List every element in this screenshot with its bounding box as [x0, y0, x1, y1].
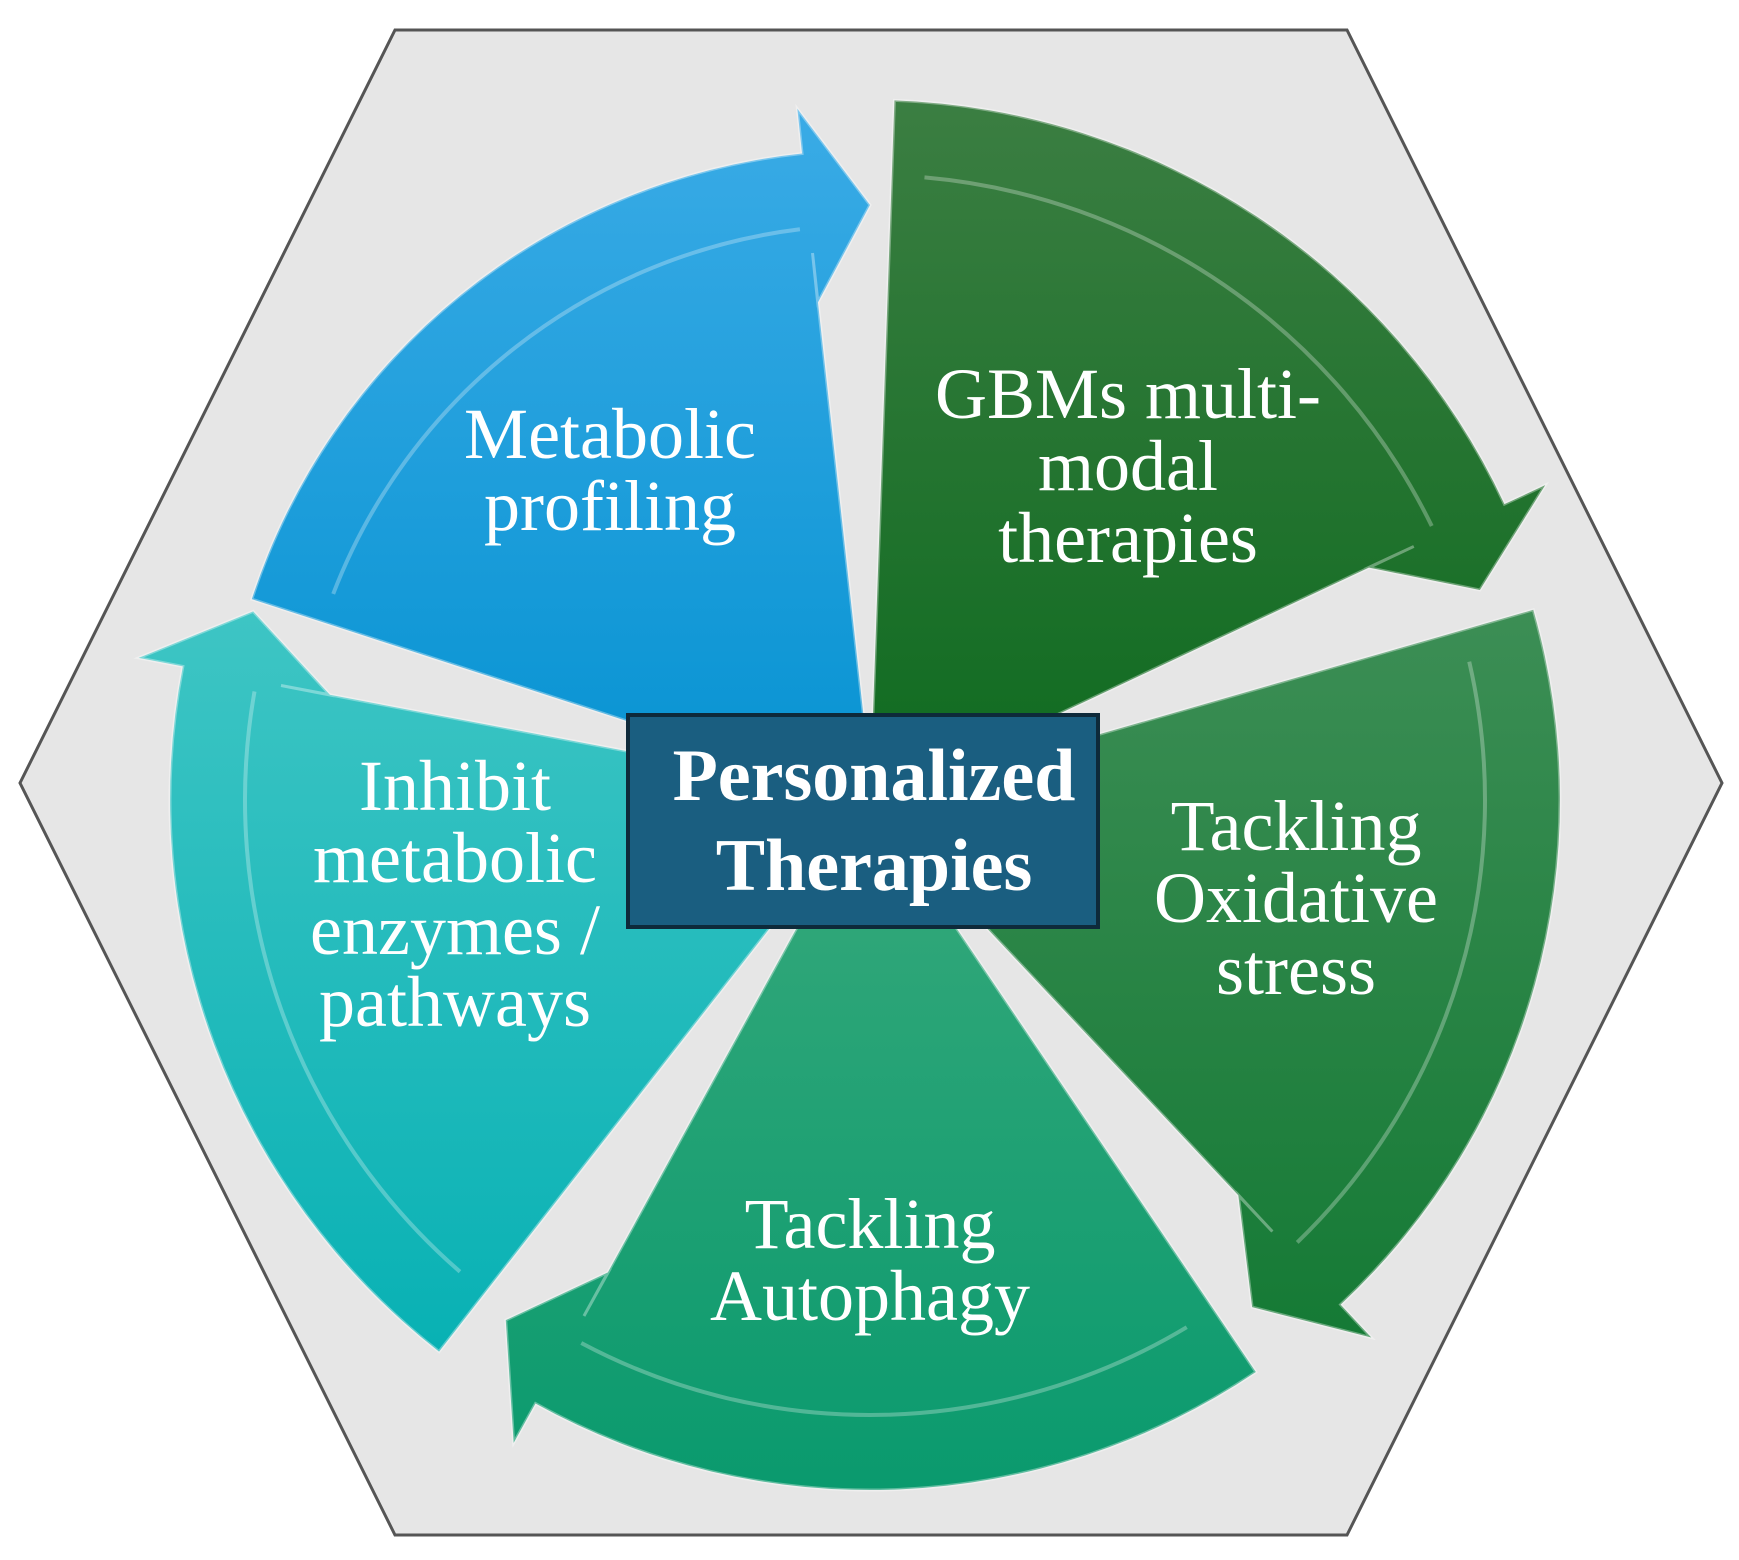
label-line: stress — [1216, 930, 1376, 1010]
segment-tackling-autophagy — [504, 823, 1258, 1492]
center-title-line: Personalized — [673, 735, 1076, 817]
label-line: Tackling — [745, 1184, 996, 1264]
segment-highlight-arc — [1295, 661, 1487, 1244]
label-line: enzymes / — [310, 890, 600, 970]
label-line: modal — [1038, 426, 1218, 506]
segment-label-metabolic-profiling: Metabolic profiling — [464, 394, 756, 546]
segment-label-tackling-autophagy: Tackling Autophagy — [710, 1184, 1030, 1336]
segment-highlight-arc — [331, 227, 801, 595]
label-line: GBMs multi- — [935, 354, 1321, 434]
segment-metabolic-profiling — [249, 103, 872, 793]
label-line: Oxidative — [1154, 858, 1438, 938]
label-line: profiling — [484, 466, 736, 546]
label-line: pathways — [319, 962, 591, 1042]
label-line: Tackling — [1171, 786, 1422, 866]
label-line: metabolic — [313, 818, 597, 898]
center-box: Personalized Therapies — [626, 713, 1100, 929]
label-line: Inhibit — [359, 746, 551, 826]
segment-label-inhibit-metabolic-enzymes: Inhibit metabolic enzymes / pathways — [310, 746, 600, 1042]
segment-gbm-multimodal-therapies — [869, 98, 1550, 792]
segment-highlight-arc — [580, 1325, 1188, 1417]
segment-highlight-arc — [924, 175, 1434, 527]
segment-label-gbm-multimodal-therapies: GBMs multi- modal therapies — [935, 354, 1321, 578]
label-line: therapies — [998, 498, 1258, 578]
label-line: Autophagy — [710, 1256, 1030, 1336]
label-line: Metabolic — [464, 394, 756, 474]
segment-label-tackling-oxidative-stress: Tackling Oxidative stress — [1154, 786, 1438, 1010]
center-title-line: Therapies — [716, 825, 1033, 907]
center-box-background — [626, 713, 1100, 929]
segment-highlight-arc — [243, 691, 462, 1274]
